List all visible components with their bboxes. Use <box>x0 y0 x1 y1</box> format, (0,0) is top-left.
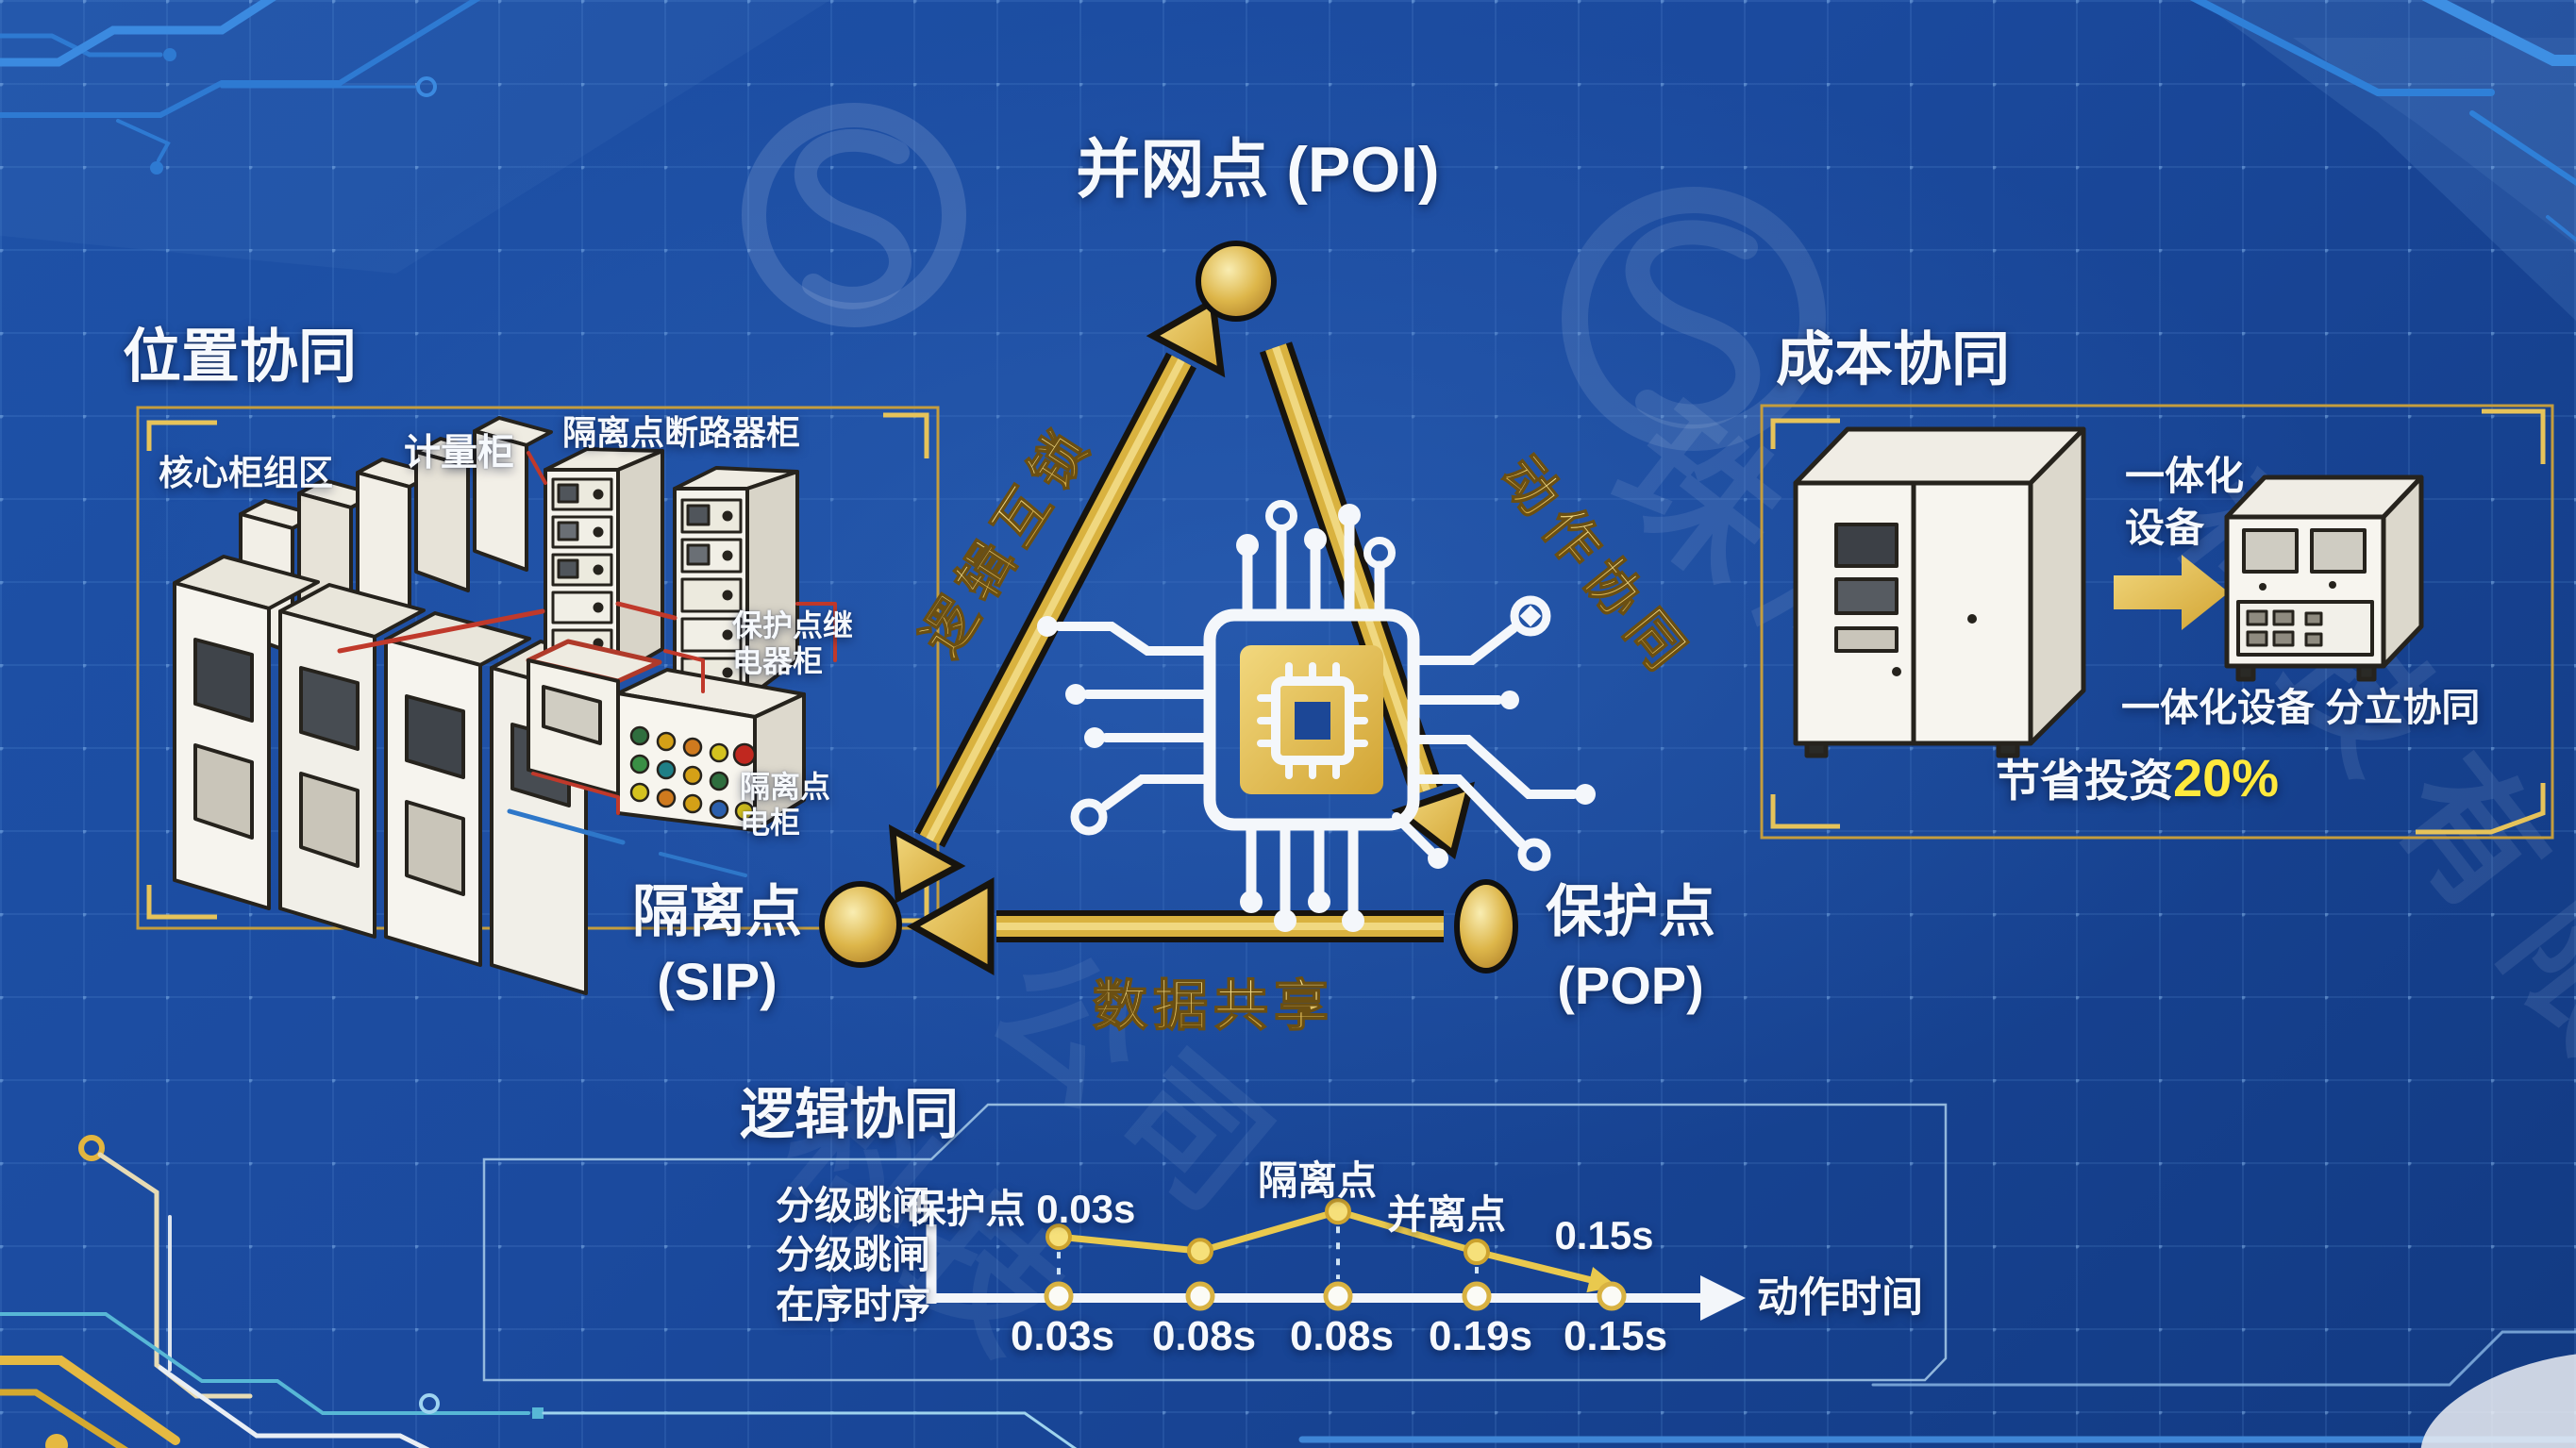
cost-panel-title: 成本协同 <box>1776 327 2011 392</box>
x-tick-label: 0.15s <box>1563 1313 1668 1359</box>
poi-title: 并网点 (POI) <box>1076 134 1440 206</box>
axis-tick-marker <box>1462 1281 1492 1311</box>
transform-arrow-icon <box>2114 555 2229 630</box>
data-point <box>1325 1198 1351 1225</box>
logic-note-line2: 分级跳闸 <box>776 1233 930 1277</box>
arrowhead-to-sip <box>888 824 966 904</box>
sip-label-cn: 隔离点 <box>632 880 802 943</box>
circuit-decoration-bottom-right <box>1298 1330 2576 1448</box>
arrowhead-bottom <box>906 877 995 975</box>
label-iso-line2: 电柜 <box>740 805 801 840</box>
arrowhead-to-pop <box>1391 781 1475 860</box>
location-panel-title: 位置协同 <box>123 325 358 390</box>
x-tick-label: 0.03s <box>1010 1313 1115 1359</box>
point-annotation: 并离点 <box>1386 1192 1506 1237</box>
axis-tick-marker <box>1323 1281 1353 1311</box>
point-annotation: 隔离点 <box>1257 1158 1377 1203</box>
label-relay-cabinet: 保护点继 电器柜 <box>732 608 853 680</box>
label-iso-cabinet: 隔离点 电柜 <box>740 770 830 841</box>
triangle-edges <box>888 296 1475 975</box>
label-comparison: 一体化设备 分立协同 <box>2121 686 2481 729</box>
logic-left-notes: 分级跳闸 分级跳闸 在序时序 <box>776 1181 930 1329</box>
saving-value: 20% <box>2173 748 2280 807</box>
logic-panel-frame <box>482 1103 1948 1382</box>
logic-note-line1: 分级跳闸 <box>776 1184 930 1227</box>
sip-label-en: (SIP) <box>657 952 778 1011</box>
pop-label-en: (POP) <box>1557 956 1704 1015</box>
cabinet-illustration <box>173 416 837 995</box>
saving-label: 节省投资 <box>1996 756 2173 806</box>
button-box-buttons <box>629 725 757 822</box>
saving-line: 节省投资20% <box>1996 747 2279 809</box>
xaxis-label: 动作时间 <box>1757 1274 1923 1321</box>
integrated-line1: 一体化 <box>2125 454 2245 498</box>
pop-label-cn: 保护点 <box>1546 880 1715 943</box>
x-axis-arrow-icon <box>1700 1275 1746 1321</box>
label-breaker-cabinet: 隔离点断路器柜 <box>562 413 801 452</box>
pop-node <box>1454 879 1518 974</box>
edge-label-data-sharing: 数据共享 <box>1093 975 1334 1037</box>
logic-panel-title: 逻辑协同 <box>740 1084 960 1145</box>
arrowhead-to-poi <box>1146 296 1226 378</box>
logo-watermark <box>742 103 1826 451</box>
x-tick-label: 0.08s <box>1289 1313 1395 1359</box>
data-point <box>1187 1238 1213 1265</box>
label-relay-line1: 保护点继 <box>732 608 854 642</box>
label-iso-line1: 隔离点 <box>740 770 831 804</box>
point-annotation: 保护点 0.03s <box>906 1187 1136 1231</box>
label-metering-cabinet: 计量柜 <box>404 433 515 474</box>
circuit-decoration-top-right <box>2189 0 2576 321</box>
axis-tick-marker <box>1597 1281 1627 1311</box>
label-core-area: 核心柜组区 <box>159 454 333 492</box>
cost-devices-illustration <box>1793 426 2424 758</box>
x-tick-label: 0.19s <box>1428 1313 1533 1359</box>
data-point <box>1464 1239 1490 1266</box>
label-integrated-device: 一体化 设备 <box>2125 451 2244 554</box>
cost-panel-frame <box>1760 404 2554 840</box>
label-relay-line2: 电器柜 <box>732 643 824 678</box>
poi-node <box>1196 241 1277 322</box>
triangle-nodes <box>819 241 1518 974</box>
integrated-line2: 设备 <box>2125 505 2205 550</box>
axis-tick-marker <box>1185 1281 1215 1311</box>
chart-series-layer <box>1044 1198 1627 1311</box>
circuit-decoration-top-left <box>0 0 830 274</box>
x-tick-label: 0.08s <box>1151 1313 1257 1359</box>
sip-node <box>819 881 902 968</box>
data-point <box>1045 1223 1072 1251</box>
circuit-decoration-bottom-left <box>0 1135 1078 1448</box>
logic-note-line3: 在序时序 <box>776 1282 930 1326</box>
axis-tick-marker <box>1044 1281 1074 1311</box>
point-annotation: 0.15s <box>1554 1213 1654 1257</box>
cpu-chip-icon <box>1037 500 1596 932</box>
